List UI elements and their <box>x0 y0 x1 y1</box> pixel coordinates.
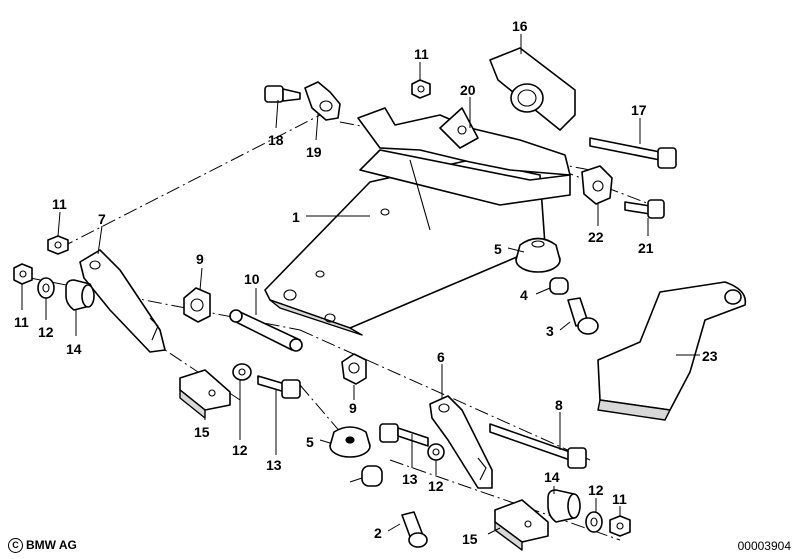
callout-12-right-center: 12 <box>428 478 444 494</box>
washer-part-12-left <box>37 277 55 299</box>
callout-9-lower: 9 <box>349 400 357 416</box>
clip-part-15-right <box>494 499 549 551</box>
callout-3: 3 <box>546 323 554 339</box>
callout-12-left: 12 <box>38 324 54 340</box>
clamp-block-part-16 <box>489 47 576 131</box>
callout-23: 23 <box>702 348 718 364</box>
callout-10: 10 <box>244 271 260 287</box>
bolt-part-18 <box>264 85 301 103</box>
callout-16: 16 <box>512 18 528 34</box>
callout-11-left-upper: 11 <box>52 196 67 212</box>
nut-part-11-right <box>609 515 631 537</box>
callout-20: 20 <box>460 82 476 98</box>
sleeve-part-4-top <box>549 277 569 295</box>
callout-labels: 1 2 3 4 5 5 6 7 8 9 9 10 11 11 11 11 12 … <box>14 18 718 547</box>
screw-part-2 <box>401 511 428 548</box>
right-bracket-part-6 <box>429 395 493 489</box>
bolt-part-13-left <box>257 375 301 399</box>
small-bracket-part-20 <box>439 107 479 149</box>
callout-12-center: 12 <box>232 442 248 458</box>
callout-18: 18 <box>268 132 284 148</box>
diagram-number: 00003904 <box>737 539 791 553</box>
rubber-mount-part-5-top <box>515 237 561 273</box>
callout-7: 7 <box>98 211 106 227</box>
callout-11-left-lower: 11 <box>14 314 29 330</box>
callout-13-left: 13 <box>266 457 282 473</box>
callout-8: 8 <box>555 397 563 413</box>
long-bolt-part-8 <box>489 423 587 469</box>
washer-part-22 <box>581 165 613 205</box>
screw-part-3 <box>567 297 599 335</box>
callout-5-lower: 5 <box>306 434 314 450</box>
clip-part-15-left <box>179 369 231 419</box>
bushing-part-14-left <box>65 279 95 311</box>
callout-2: 2 <box>374 525 382 541</box>
callout-15-right: 15 <box>462 531 478 547</box>
callout-4-top: 4 <box>520 287 528 303</box>
copyright-icon: C <box>8 538 23 553</box>
callout-6: 6 <box>437 349 445 365</box>
nut-part-11-top <box>411 79 431 99</box>
bolt-part-21 <box>624 199 665 219</box>
callout-5-top: 5 <box>494 241 502 257</box>
nut-part-11-left-upper <box>47 235 69 255</box>
callout-15-left: 15 <box>194 424 210 440</box>
bushing-part-14-right <box>547 489 581 523</box>
callout-13-right: 13 <box>402 471 418 487</box>
rubber-mount-part-5-lower <box>329 426 371 458</box>
nut-part-11-left-lower <box>13 263 33 285</box>
callout-leader-lines <box>21 34 700 535</box>
callout-22: 22 <box>588 229 604 245</box>
tube-part-10 <box>229 309 303 352</box>
bolt-part-17 <box>589 137 677 169</box>
sleeve-part-4-lower <box>361 465 383 487</box>
washer-part-12-center <box>232 363 252 381</box>
callout-17: 17 <box>631 102 647 118</box>
callout-14-right: 14 <box>544 469 560 485</box>
callout-11-top: 11 <box>414 46 429 62</box>
bushing-part-9-upper <box>183 287 211 323</box>
callout-1: 1 <box>292 209 300 225</box>
lever-part-23 <box>597 281 747 421</box>
callout-14-left: 14 <box>66 341 82 357</box>
callout-12-right: 12 <box>588 482 604 498</box>
bolt-part-13-right <box>379 423 429 447</box>
callout-9-upper: 9 <box>196 251 204 267</box>
washer-part-19 <box>304 81 341 121</box>
washer-part-12-right <box>585 511 603 533</box>
washer-part-12-right-center <box>427 443 445 461</box>
bushing-part-9-lower <box>341 353 367 385</box>
copyright-text: BMW AG <box>26 537 77 552</box>
callout-11-right: 11 <box>612 491 627 507</box>
callout-21: 21 <box>638 240 654 256</box>
callout-19: 19 <box>306 144 322 160</box>
